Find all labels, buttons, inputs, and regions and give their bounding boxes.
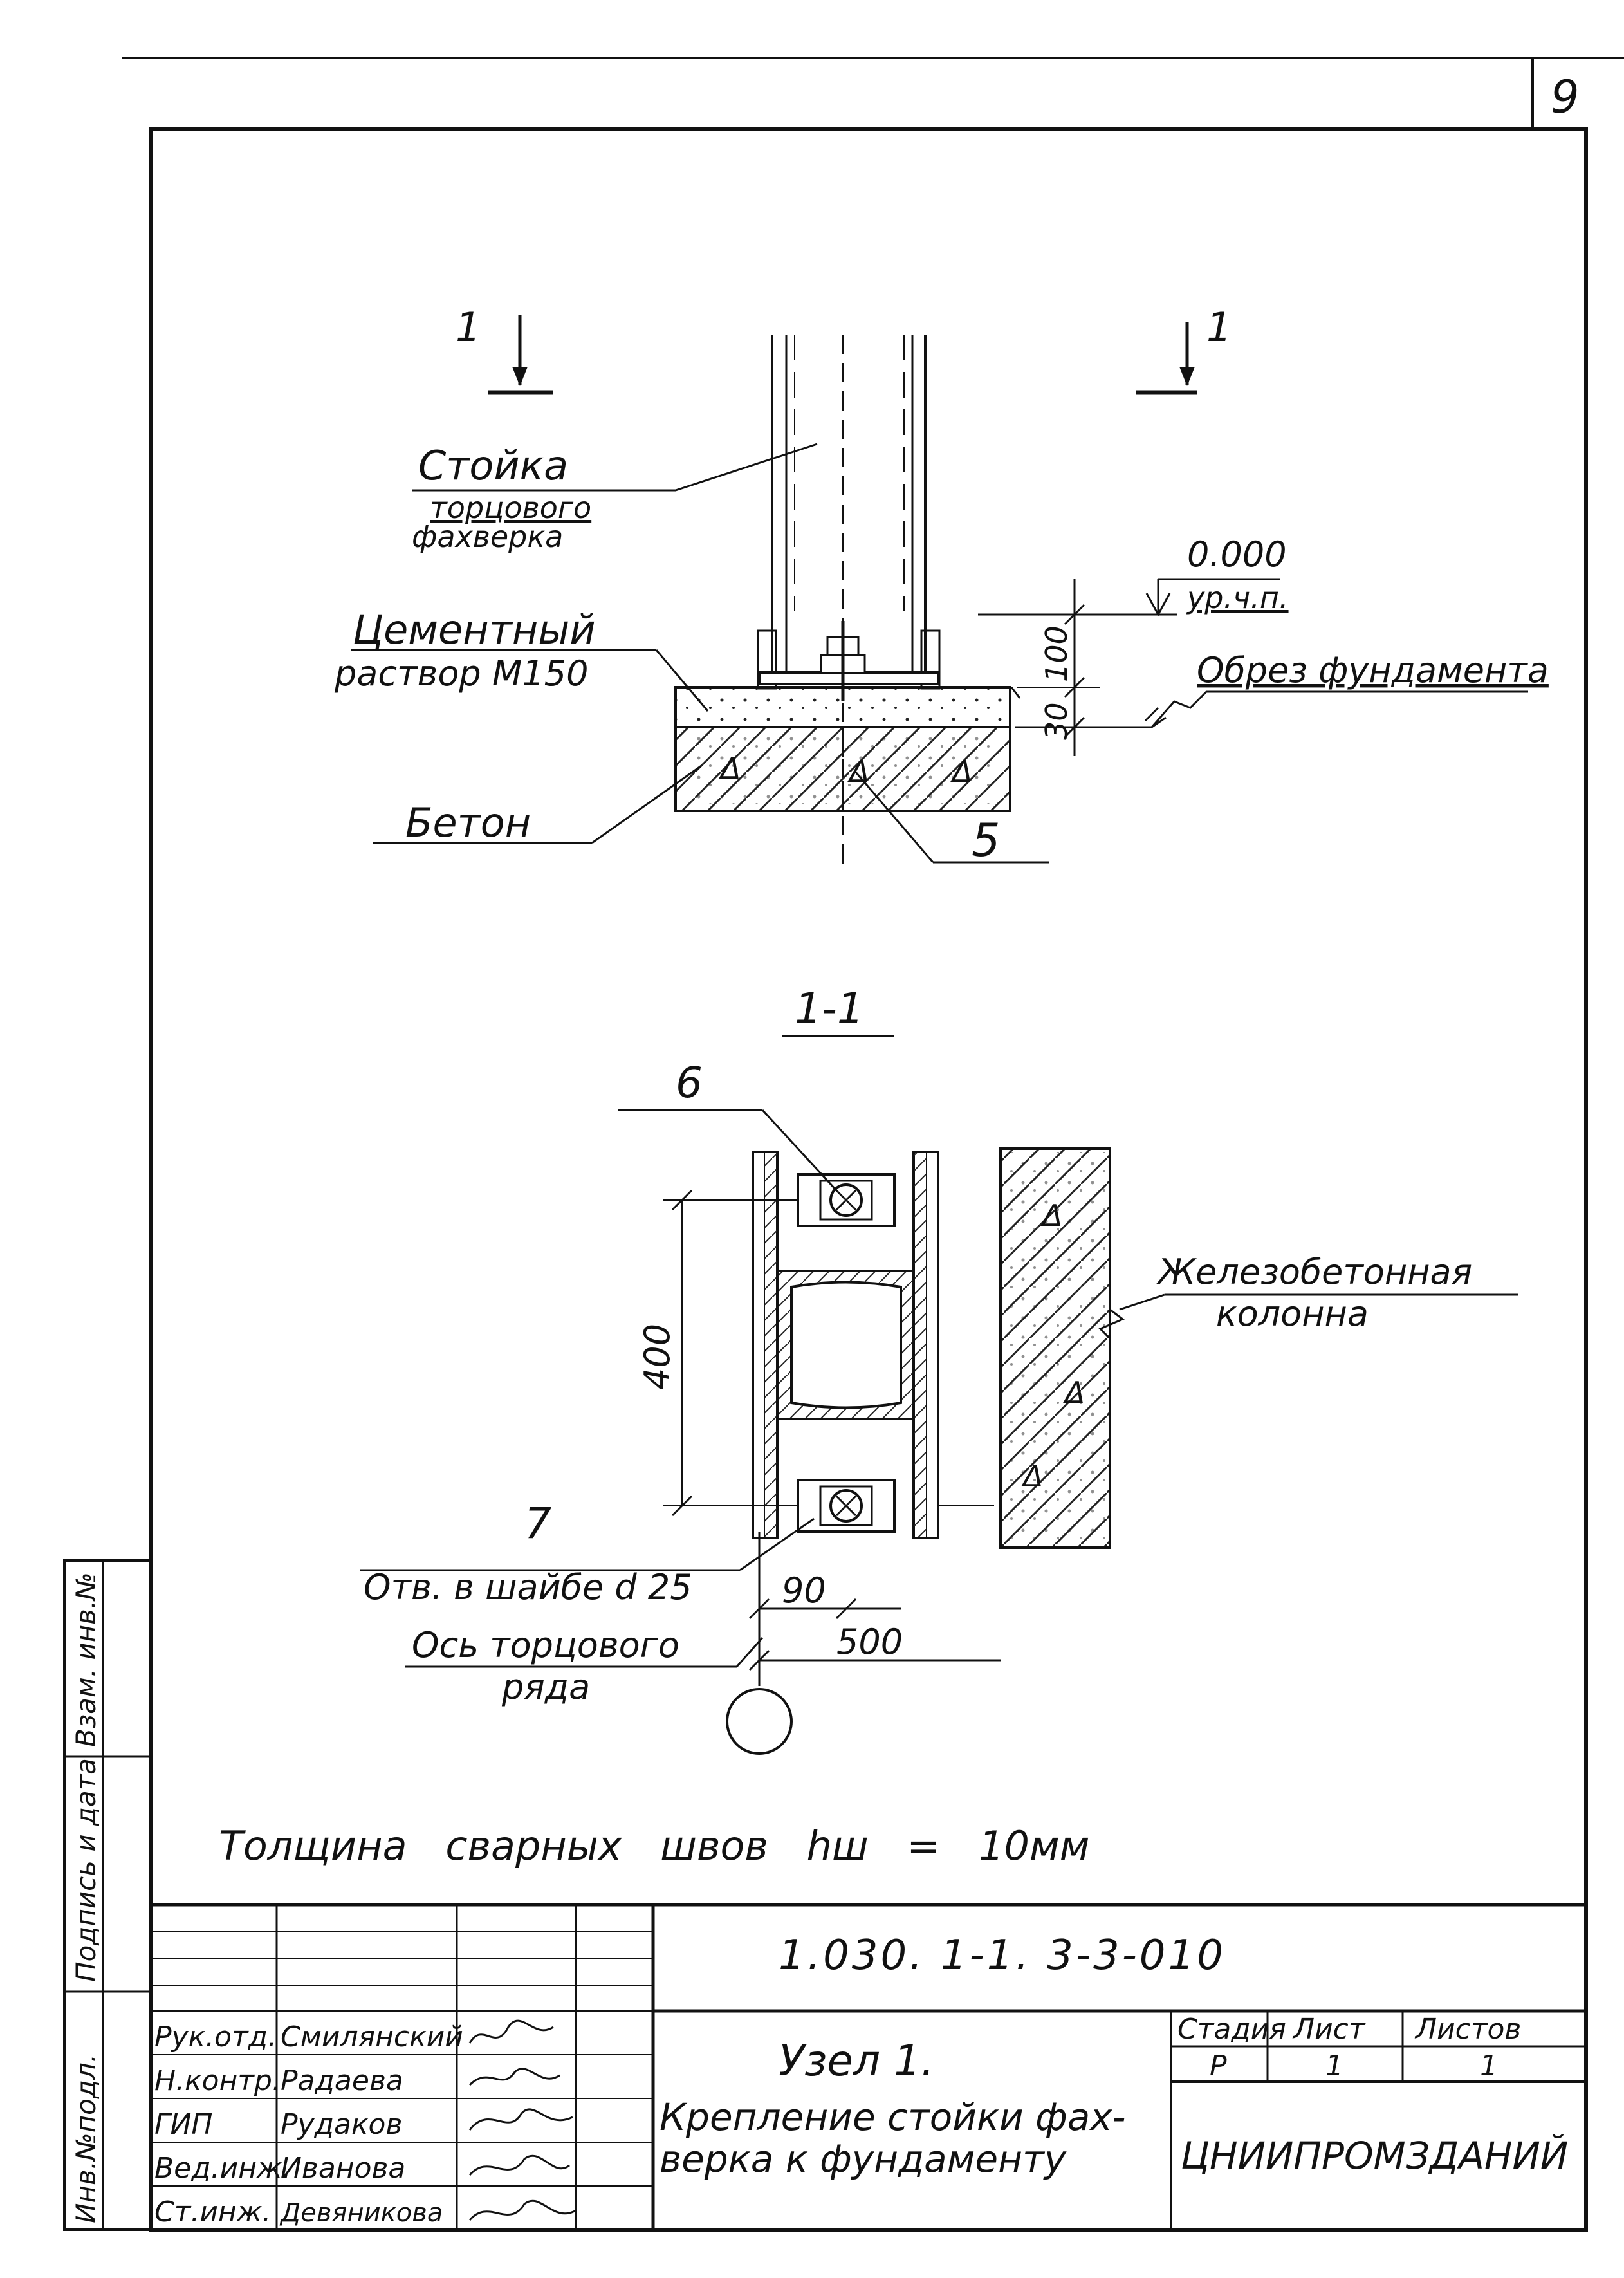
role-4: Ст.инж. (154, 2196, 271, 2228)
svg-text:Δ: Δ (950, 754, 972, 789)
svg-text:1: 1 (1206, 304, 1232, 351)
mortar-layer (674, 686, 1021, 728)
role-3: Вед.инж. (154, 2152, 291, 2185)
title-line-1: Узел 1. (779, 2036, 934, 2086)
stage-header: Стадия (1177, 2013, 1286, 2046)
level-mark: 0.000 ур.ч.п. (978, 534, 1289, 617)
title-line-2: Крепление стойки фах- (660, 2095, 1126, 2139)
post-label-3: фахверка (412, 519, 563, 554)
svg-text:Δ: Δ (719, 751, 741, 786)
svg-text:Обрез фундамента: Обрез фундамента (1197, 650, 1549, 690)
post-label: Стойка (418, 442, 568, 489)
axis-label-2: ряда (501, 1667, 590, 1707)
section-mark-left: 1 (456, 304, 553, 395)
leader-lines (351, 443, 1049, 864)
organization: ЦНИИПРОМЗДАНИЙ (1181, 2133, 1568, 2178)
rc-column: Δ Δ Δ (999, 1147, 1125, 1549)
svg-text:Δ: Δ (1063, 1375, 1085, 1410)
column-label-2: колонна (1216, 1293, 1369, 1334)
section-view: 1-1 Δ (360, 984, 1518, 1755)
name-1: Радаева (281, 2064, 403, 2097)
svg-text:0.000: 0.000 (1187, 534, 1287, 575)
sheet-header: Лист (1292, 2013, 1366, 2046)
doc-code: 1.030. 1-1. 3-3-010 (779, 1932, 1226, 1979)
svg-text:1: 1 (456, 304, 481, 351)
signatures-table: Рук.отд. Н.контр. ГИП Вед.инж. Ст.инж. С… (154, 2019, 577, 2228)
post-label-2: торцового (430, 490, 591, 525)
stage-grid: Стадия Лист Листов Р 1 1 ЦНИИПРОМЗДАНИЙ (1177, 2013, 1568, 2178)
mortar-label: Цементный (353, 606, 596, 653)
section-leaders (360, 1109, 1518, 1668)
height-dimensions: 100 30 (1017, 579, 1100, 756)
sheets-header: Листов (1414, 2013, 1521, 2046)
elevation-view: 1 1 (334, 304, 1549, 869)
sheets-value: 1 (1480, 2050, 1498, 2082)
axis-label: Ось торцового (412, 1625, 679, 1665)
name-0: Смилянский (281, 2021, 463, 2053)
role-0: Рук.отд. (154, 2021, 277, 2053)
svg-text:Δ: Δ (1021, 1459, 1043, 1494)
name-2: Рудаков (281, 2108, 402, 2141)
section-title: 1-1 (795, 984, 864, 1033)
item-7-label: 7 (524, 1499, 551, 1548)
title-block (151, 1903, 1586, 2230)
title-line-3: верка к фундаменту (660, 2137, 1067, 2181)
svg-text:500: 500 (836, 1622, 903, 1662)
welds-note: Толщина сварных швов hш = 10мм (219, 1822, 1090, 1869)
name-4: Девяникова (279, 2198, 443, 2228)
concrete-label: Бетон (405, 799, 531, 846)
role-1: Н.контр. (154, 2064, 281, 2097)
section-mark-right: 1 (1136, 304, 1232, 395)
foundation-cut: Обрез фундамента (1015, 650, 1549, 728)
stage-value: Р (1210, 2050, 1227, 2082)
role-2: ГИП (154, 2108, 213, 2141)
svg-text:Подпись и дата: Подпись и дата (70, 1758, 102, 1982)
svg-text:90: 90 (782, 1570, 826, 1611)
signature-marks (468, 2019, 577, 2221)
svg-text:Инв.№подл.: Инв.№подл. (70, 2054, 102, 2223)
concrete-block: Δ Δ Δ (674, 726, 1011, 812)
column-label: Железобетонная (1156, 1252, 1472, 1292)
svg-text:100: 100 (1039, 625, 1074, 682)
name-3: Иванова (281, 2152, 405, 2185)
sheet-frame (122, 57, 1624, 2232)
hole-label: Отв. в шайбе d 25 (364, 1567, 692, 1607)
dim-400: 400 (637, 1189, 798, 1517)
svg-text:Δ: Δ (1040, 1198, 1062, 1233)
post-section (752, 1151, 939, 1539)
mortar-label-2: раствор М150 (334, 653, 588, 694)
item-5-label: 5 (972, 814, 1001, 867)
svg-text:30: 30 (1039, 702, 1074, 740)
drawing-title: Узел 1. Крепление стойки фах- верка к фу… (660, 2036, 1126, 2181)
svg-text:Взам. инв.№: Взам. инв.№ (70, 1572, 102, 1747)
svg-text:400: 400 (637, 1324, 678, 1390)
svg-text:ур.ч.п.: ур.ч.п. (1186, 580, 1289, 615)
post-column (757, 335, 941, 869)
axis-line: 90 500 (726, 1532, 1001, 1755)
page-number: 9 (1551, 71, 1580, 124)
sheet-value: 1 (1325, 2050, 1343, 2082)
item-6-label: 6 (676, 1058, 703, 1107)
side-stamp: Инв.№подл. Подпись и дата Взам. инв.№ (63, 1559, 152, 2231)
